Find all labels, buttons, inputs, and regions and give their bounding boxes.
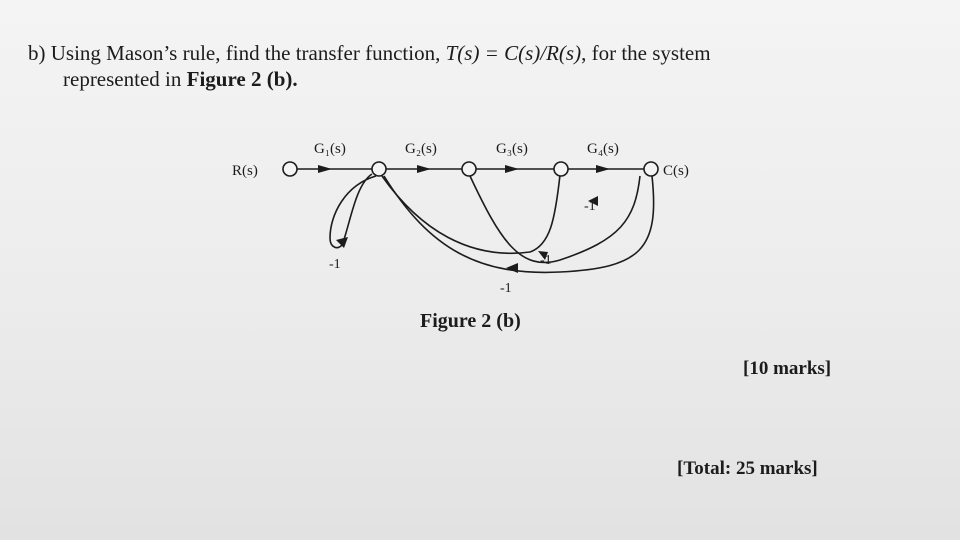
question-line-2: represented in Figure 2 (b). (28, 66, 908, 92)
arrowhead-loop2 (538, 251, 548, 260)
feedback-loops (329, 173, 655, 274)
output-label: C(s) (663, 163, 689, 179)
gain-label-g1: G₁(s) (314, 141, 346, 157)
node-input (282, 161, 298, 177)
gain-label-g3: G₃(s) (496, 141, 528, 157)
feedback-label-1: -1 (329, 257, 341, 272)
arrowhead-g2 (417, 165, 431, 173)
feedback-label-4: -1 (500, 281, 512, 296)
marks-label: [10 marks] (743, 358, 832, 379)
figure-reference: Figure 2 (b). (186, 67, 298, 91)
nodes (282, 161, 659, 177)
arrowhead-loop4 (506, 263, 518, 273)
loop-output-to-node3 (469, 175, 641, 264)
arrowhead-g1 (318, 165, 332, 173)
forward-arrowheads (318, 165, 610, 173)
arrowhead-loop3 (588, 196, 598, 206)
node-output (643, 161, 659, 177)
figure-caption: Figure 2 (b) (420, 310, 521, 332)
node-2 (371, 161, 387, 177)
feedback-label-2: -1 (584, 199, 596, 214)
feedback-arrowheads (336, 196, 598, 273)
arrowhead-g3 (505, 165, 519, 173)
transfer-function-formula: T(s) = C(s)/R(s) (445, 41, 582, 65)
question-text: Using Mason’s rule, find the transfer fu… (50, 41, 446, 65)
question-b: b) Using Mason’s rule, find the transfer… (28, 40, 908, 92)
input-label: R(s) (232, 163, 258, 179)
loop-output-to-node2 (383, 175, 655, 274)
gain-label-g4: G₄(s) (587, 141, 619, 157)
gain-label-g2: G₂(s) (405, 141, 437, 157)
question-line2-text: represented in (63, 67, 187, 91)
self-loop-node2 (329, 173, 377, 249)
feedback-label-3: -1 (540, 253, 552, 268)
loop-node4-to-node2 (381, 174, 561, 254)
question-line-1: b) Using Mason’s rule, find the transfer… (28, 40, 908, 66)
question-label: b) (28, 41, 46, 65)
node-3 (461, 161, 477, 177)
question-text-end: , for the system (581, 41, 711, 65)
arrowhead-loop1 (336, 237, 348, 248)
arrowhead-g4 (596, 165, 610, 173)
node-4 (553, 161, 569, 177)
total-marks-label: [Total: 25 marks] (677, 458, 818, 479)
